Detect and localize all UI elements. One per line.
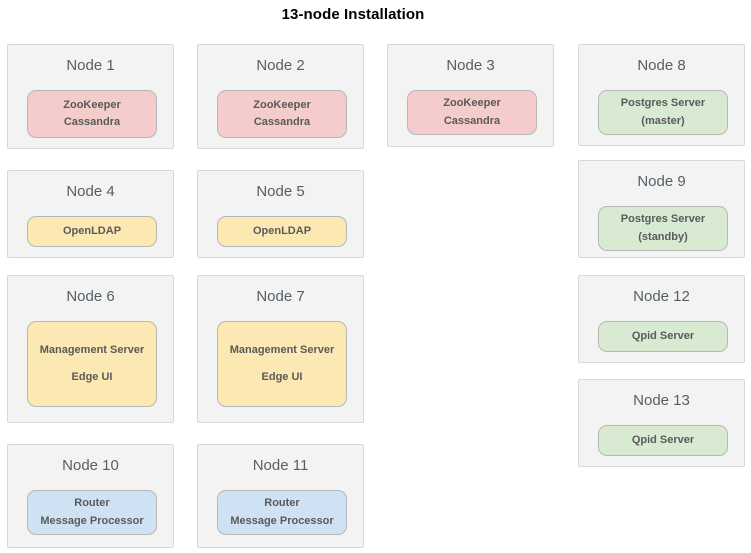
node-label: Node 4 [66, 183, 115, 200]
node-card-node-4: Node 4 OpenLDAP [7, 170, 174, 258]
node-label: Node 3 [446, 57, 495, 74]
service-box-postgres-standby: Postgres Server (standby) [598, 206, 728, 251]
service-label: Message Processor [230, 514, 334, 527]
node-card-node-13: Node 13 Qpid Server [578, 379, 745, 467]
service-box-qpid: Qpid Server [598, 425, 728, 456]
service-label: (standby) [638, 230, 688, 243]
node-card-node-6: Node 6 Management Server Edge UI [7, 275, 174, 423]
node-card-node-10: Node 10 Router Message Processor [7, 444, 174, 548]
node-card-node-11: Node 11 Router Message Processor [197, 444, 364, 548]
node-card-node-12: Node 12 Qpid Server [578, 275, 745, 363]
service-label: OpenLDAP [252, 224, 312, 237]
node-label: Node 7 [256, 288, 305, 305]
service-label: Router [74, 497, 110, 510]
service-label: OpenLDAP [62, 224, 122, 237]
page-title: 13-node Installation [281, 6, 425, 23]
service-label: Edge UI [71, 370, 113, 383]
node-card-node-7: Node 7 Management Server Edge UI [197, 275, 364, 423]
node-label: Node 12 [633, 288, 690, 305]
service-label: Cassandra [253, 116, 311, 128]
service-label: Management Server [229, 344, 335, 357]
service-box-postgres-master: Postgres Server (master) [598, 90, 728, 135]
node-label: Node 8 [637, 57, 686, 74]
node-label: Node 1 [66, 57, 115, 74]
node-card-node-3: Node 3 ZooKeeper Cassandra [387, 44, 554, 147]
service-label: Cassandra [443, 114, 501, 127]
service-box-zookeeper-cassandra: ZooKeeper Cassandra [407, 90, 537, 135]
service-label: ZooKeeper [443, 97, 501, 110]
node-label: Node 9 [637, 173, 686, 190]
node-label: Node 5 [256, 183, 305, 200]
service-box-zookeeper-cassandra: ZooKeeper Cassandra [27, 90, 157, 138]
node-label: Node 10 [62, 457, 119, 474]
node-label: Node 11 [252, 457, 309, 474]
service-label: Management Server [39, 344, 145, 357]
node-label: Node 2 [256, 57, 305, 74]
service-box-router-message-processor: Router Message Processor [217, 490, 347, 535]
service-label: Qpid Server [631, 329, 695, 342]
node-card-node-1: Node 1 ZooKeeper Cassandra [7, 44, 174, 149]
service-label: Cassandra [63, 116, 121, 128]
service-label: ZooKeeper [63, 98, 121, 111]
node-card-node-2: Node 2 ZooKeeper Cassandra [197, 44, 364, 149]
service-label: Message Processor [40, 514, 144, 527]
service-box-router-message-processor: Router Message Processor [27, 490, 157, 535]
service-box-openldap: OpenLDAP [217, 216, 347, 247]
service-label: Postgres Server [620, 97, 706, 110]
service-label: Postgres Server [620, 213, 706, 226]
service-label: Qpid Server [631, 433, 695, 446]
service-label: (master) [641, 114, 685, 127]
service-label: Router [264, 497, 300, 510]
node-card-node-5: Node 5 OpenLDAP [197, 170, 364, 258]
node-card-node-8: Node 8 Postgres Server (master) [578, 44, 745, 146]
service-box-management-server: Management Server Edge UI [217, 321, 347, 407]
node-label: Node 6 [66, 288, 115, 305]
node-label: Node 13 [633, 392, 690, 409]
node-card-node-9: Node 9 Postgres Server (standby) [578, 160, 745, 258]
service-box-qpid: Qpid Server [598, 321, 728, 352]
service-box-openldap: OpenLDAP [27, 216, 157, 247]
service-label: ZooKeeper [253, 98, 311, 111]
service-label: Edge UI [261, 370, 303, 383]
service-box-zookeeper-cassandra: ZooKeeper Cassandra [217, 90, 347, 138]
service-box-management-server: Management Server Edge UI [27, 321, 157, 407]
